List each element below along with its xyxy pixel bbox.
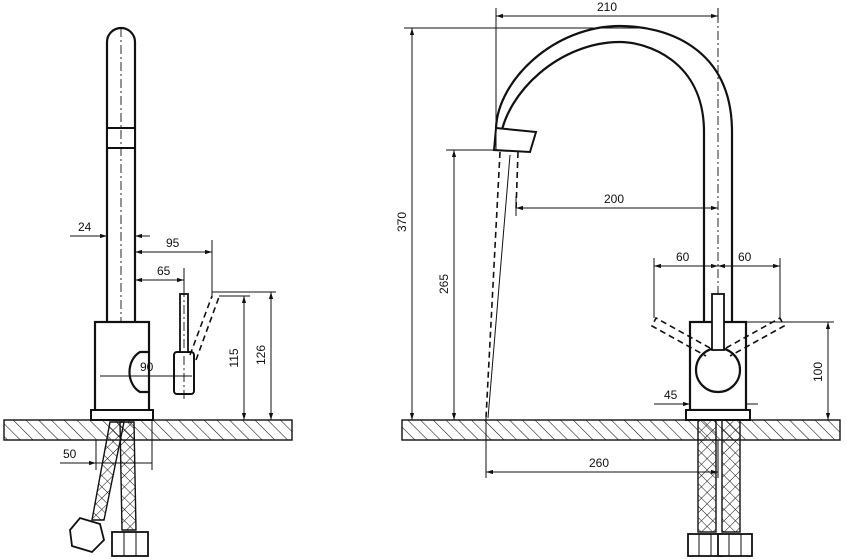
side-view bbox=[3, 26, 293, 557]
dim-front-60-left: 60 bbox=[676, 250, 690, 264]
side-nut-a bbox=[69, 516, 105, 554]
side-spout-tube bbox=[105, 26, 137, 322]
dim-front-100: 100 bbox=[811, 362, 825, 382]
dim-side-115: 115 bbox=[227, 348, 241, 367]
dim-front-210: 210 bbox=[597, 0, 617, 14]
dim-front-260: 260 bbox=[589, 456, 609, 470]
dim-front-370: 370 bbox=[395, 212, 409, 232]
front-view bbox=[401, 14, 841, 557]
front-lever bbox=[711, 293, 725, 351]
dim-front-200: 200 bbox=[604, 192, 624, 206]
front-base-ring bbox=[685, 409, 751, 421]
front-dimensions: 210 370 265 200 60 60 100 45 260 bbox=[395, 0, 834, 478]
dim-side-126: 126 bbox=[254, 345, 268, 365]
dim-side-24: 24 bbox=[78, 220, 92, 234]
side-base-ring bbox=[90, 409, 154, 421]
dim-side-90: 90 bbox=[140, 360, 154, 374]
side-faucet-body bbox=[93, 320, 151, 414]
front-nut-a bbox=[687, 533, 723, 557]
countertop-right bbox=[401, 419, 841, 441]
countertop-left bbox=[3, 419, 293, 441]
front-nut-b bbox=[717, 533, 753, 557]
side-cartridge bbox=[128, 350, 149, 394]
dim-front-60-right: 60 bbox=[738, 250, 752, 264]
dim-front-265: 265 bbox=[437, 274, 451, 294]
front-gooseneck-spout bbox=[494, 40, 706, 322]
dim-front-45: 45 bbox=[664, 388, 678, 402]
front-hose-b bbox=[721, 419, 741, 533]
side-dimensions: 24 95 65 90 115 126 50 bbox=[60, 220, 276, 470]
front-aerator bbox=[492, 126, 538, 154]
front-cartridge bbox=[694, 346, 742, 394]
dim-side-95: 95 bbox=[166, 236, 180, 250]
side-hose-b bbox=[119, 421, 137, 531]
side-nut-b bbox=[111, 531, 149, 557]
dim-side-50: 50 bbox=[63, 447, 77, 461]
front-hose-a bbox=[697, 419, 717, 533]
dim-side-65: 65 bbox=[157, 264, 171, 278]
